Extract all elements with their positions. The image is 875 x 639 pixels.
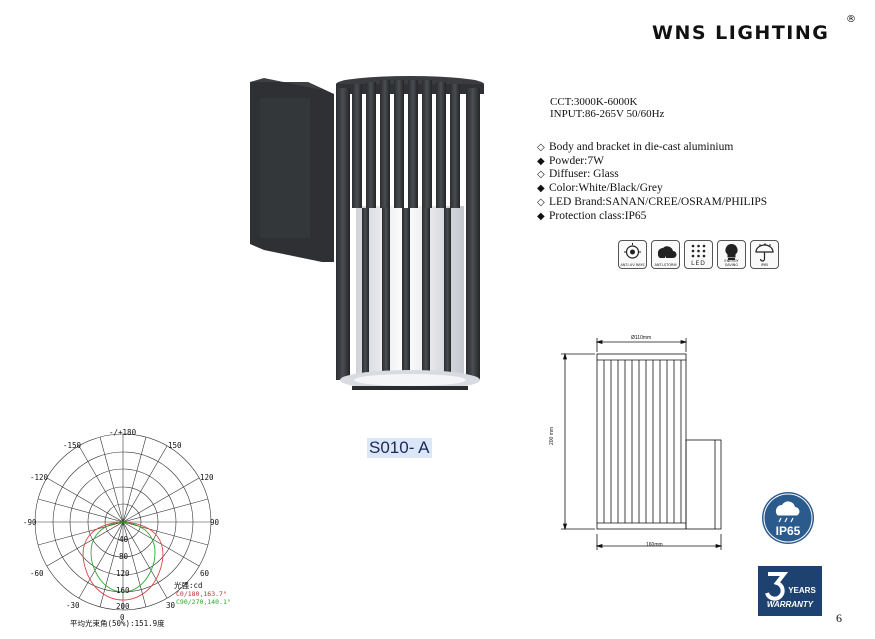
warranty-years-label: YEARS — [788, 586, 816, 595]
feature-item: ◇Diffuser: Glass — [537, 168, 619, 180]
polar-radial-label: 40 — [119, 535, 129, 544]
dimension-depth: 160mm — [646, 542, 663, 548]
feature-item: ◆Powder:7W — [537, 155, 604, 167]
polar-label: -30 — [66, 601, 80, 610]
page-number: 6 — [836, 611, 842, 625]
anti-storm-icon: ANTI-STORM — [651, 240, 680, 269]
dimension-height: 200 mm — [549, 426, 555, 445]
polar-label: 150 — [168, 441, 182, 450]
polar-unit: 光强:cd — [174, 581, 203, 590]
polar-c0-legend: C0/180,163.7° — [176, 590, 227, 598]
polar-label: 0 — [120, 613, 125, 622]
registered-mark: ® — [846, 14, 856, 25]
polar-radial-label: 120 — [116, 569, 130, 578]
feature-item: ◆Protection class:IP65 — [537, 210, 647, 222]
polar-label: 30 — [166, 601, 176, 610]
polar-radial-label: 200 — [116, 602, 130, 611]
polar-radial-label: 160 — [116, 586, 130, 595]
led-icon: LED — [684, 240, 713, 269]
polar-label: -150 — [63, 441, 82, 450]
warranty-label: WARRANTY — [767, 600, 814, 609]
brand-logo: WNS LIGHTING — [652, 22, 830, 44]
polar-c90-legend: C90/270,140.1° — [176, 598, 231, 606]
polar-label: 120 — [200, 473, 214, 482]
warranty-badge: YEARS WARRANTY 3 — [758, 566, 822, 616]
cct-spec: CCT:3000K-6000K — [550, 96, 638, 108]
polar-label: -/+180 — [109, 428, 137, 437]
input-spec: INPUT:86-265V 50/60Hz — [550, 108, 665, 120]
warranty-years-number: 3 — [762, 611, 763, 613]
dimension-top-width: Ø110mm — [631, 335, 652, 341]
feature-item: ◆Color:White/Black/Grey — [537, 182, 663, 194]
polar-label: -90 — [23, 518, 37, 527]
product-photo — [250, 76, 484, 390]
polar-beam-angle: 平均光束角(50%):151.9度 — [70, 619, 165, 628]
model-number: S010- A — [367, 438, 432, 458]
feature-item: ◇Body and bracket in die-cast aluminium — [537, 141, 734, 153]
polar-label: 60 — [200, 569, 210, 578]
feature-item: ◇LED Brand:SANAN/CREE/OSRAM/PHILIPS — [537, 196, 768, 208]
technical-drawing — [561, 338, 723, 550]
ip65-badge-text: IP65 — [776, 524, 801, 538]
ip65-icon: IP65 — [750, 240, 779, 269]
energy-saving-icon: ENERGY SAVING — [717, 240, 746, 269]
anti-uv-icon: ANTI-UV RAYS — [618, 240, 647, 269]
polar-label: -60 — [30, 569, 44, 578]
polar-radial-label: 80 — [119, 552, 129, 561]
polar-label: 90 — [210, 518, 220, 527]
polar-label: -120 — [30, 473, 49, 482]
ip65-badge: IP65 — [762, 492, 814, 544]
polar-light-distribution — [34, 433, 212, 611]
